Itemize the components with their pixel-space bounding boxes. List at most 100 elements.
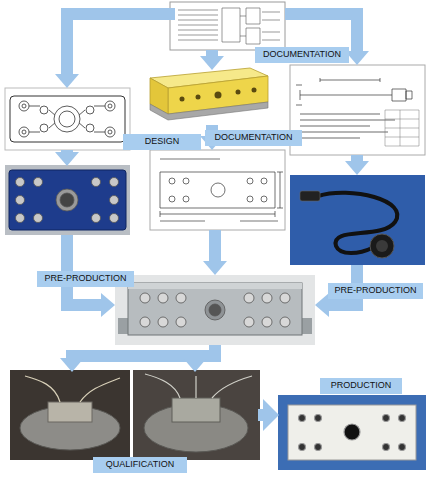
panel-connectors [16, 178, 119, 223]
stage-label-text: PRE-PRODUCTION [334, 286, 416, 296]
connector [315, 444, 322, 451]
arrow-head [315, 293, 329, 317]
hole [196, 95, 201, 100]
connector [92, 214, 101, 223]
main-connector [205, 300, 225, 320]
connector [383, 415, 390, 422]
arrow-head [203, 261, 227, 275]
flow-arrow [351, 155, 363, 161]
connector [110, 196, 119, 205]
assembly-drawing [150, 150, 285, 230]
note-line [300, 131, 388, 133]
connector [140, 293, 150, 303]
stage-label: PRE-PRODUCTION [37, 271, 134, 287]
arrow-head [200, 56, 224, 70]
main-connector [60, 193, 74, 207]
connector [399, 415, 406, 422]
pcb-traces [29, 106, 105, 132]
stage-label: DOCUMENTATION [205, 130, 302, 146]
flow-arrow [61, 150, 73, 152]
vibration-test-photo [133, 370, 260, 460]
hole [215, 92, 222, 99]
stage-label: DESIGN [123, 134, 201, 150]
hole [247, 196, 253, 202]
stage-label-text: PRODUCTION [331, 381, 392, 391]
drawing-notes [160, 158, 278, 222]
stage-label-text: QUALIFICATION [106, 460, 174, 470]
test-fixture [172, 398, 220, 422]
note-line [300, 137, 360, 139]
connector [315, 415, 322, 422]
flow-arrow [67, 235, 101, 305]
connector [176, 317, 186, 327]
arrow-head [183, 358, 207, 372]
hole [211, 183, 225, 197]
stage-label: PRE-PRODUCTION [328, 283, 423, 299]
pad [40, 124, 48, 132]
stage-label-text: DOCUMENTATION [263, 50, 341, 60]
vibration-test-photo [10, 370, 130, 460]
assembly-photo [115, 275, 315, 345]
pad [105, 101, 115, 111]
main-connector [56, 189, 78, 211]
flow-arrow [209, 230, 221, 261]
pad [54, 106, 80, 132]
stage-label: DOCUMENTATION [255, 47, 349, 63]
arrow-head [55, 152, 79, 166]
flow-arrow [66, 345, 215, 358]
connector [280, 317, 290, 327]
stage-label-text: PRE-PRODUCTION [44, 274, 126, 284]
photo-background [290, 175, 425, 265]
connector [176, 293, 186, 303]
drawing-sheet [290, 65, 425, 155]
hole [261, 178, 267, 184]
test-cables [25, 376, 120, 402]
housing-model [145, 62, 270, 125]
pad [105, 127, 115, 137]
connector [158, 317, 168, 327]
cable-photo [290, 175, 425, 265]
note-line [160, 158, 220, 160]
flow-arrow [206, 50, 218, 56]
photo-background [133, 370, 260, 460]
main-connector [209, 304, 221, 316]
hole [183, 178, 189, 184]
board-outline [10, 96, 125, 142]
drawing-sheet [5, 88, 130, 150]
pad [19, 127, 29, 137]
note-line [300, 119, 395, 121]
outline-view [160, 172, 283, 217]
schematic-lines [178, 8, 280, 44]
stage-label: PRODUCTION [320, 378, 402, 394]
stage-label: QUALIFICATION [93, 457, 187, 473]
photo-background [278, 395, 426, 470]
hole [247, 178, 253, 184]
connector [34, 214, 43, 223]
cable-connector [376, 240, 388, 252]
stage-label-text: DOCUMENTATION [214, 133, 292, 143]
connector [34, 178, 43, 187]
panel-photo [5, 165, 130, 235]
pad [22, 130, 26, 134]
cable-plug [300, 191, 320, 201]
unit-body [128, 283, 302, 335]
pcb-layout [5, 88, 130, 150]
connector [262, 293, 272, 303]
title-block [385, 110, 419, 146]
pad [108, 104, 112, 108]
connector [299, 415, 306, 422]
main-connector [344, 424, 360, 440]
hole [236, 90, 241, 95]
hole [180, 97, 185, 102]
pad [19, 101, 29, 111]
pad [86, 106, 94, 114]
connector [16, 178, 25, 187]
housing-base [150, 102, 268, 120]
arrow-heads [55, 51, 369, 431]
unit-connectors [299, 415, 406, 451]
hole [261, 196, 267, 202]
cable-outline [296, 78, 412, 105]
test-fixture [48, 402, 92, 422]
connector [16, 196, 25, 205]
